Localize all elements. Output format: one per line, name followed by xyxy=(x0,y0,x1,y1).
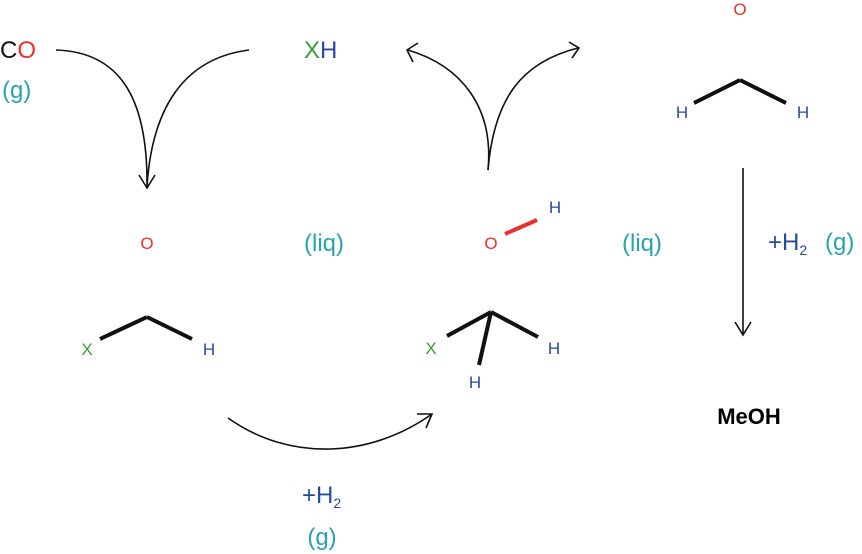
hydrogenation-label-bottom: +H2 (g) xyxy=(302,482,341,551)
methoxy-phase-label: (liq) xyxy=(622,230,662,257)
xh-to-formyl-curve xyxy=(146,49,250,188)
formaldehyde-arrowhead xyxy=(568,41,581,59)
methoxy-ch-bond-right xyxy=(490,310,539,339)
h2-bottom-prefix: +H xyxy=(302,482,333,509)
formyl-x-label: X xyxy=(81,340,92,359)
methoxy-x-label: X xyxy=(425,339,436,358)
co-to-formyl-curve xyxy=(55,49,148,188)
co-oxygen-label: O xyxy=(17,37,36,64)
svg-text:CO: CO xyxy=(0,37,36,64)
h2-bottom-phase: (g) xyxy=(307,524,336,551)
formaldehyde-hydrogen-left-label: H xyxy=(676,103,688,122)
methoxy-ch-bond-bottom xyxy=(477,311,493,366)
co-phase-label: (g) xyxy=(2,77,31,104)
methoxy-to-formaldehyde-curve xyxy=(487,47,579,171)
methoxy-to-xh-curve xyxy=(407,49,490,171)
formyl-cx-bond xyxy=(99,315,148,341)
converging-arrowhead xyxy=(138,174,156,190)
methoxy-oh-hydrogen-label: H xyxy=(549,198,561,217)
hydrogenation-label-right: +H2 (g) xyxy=(768,229,854,258)
xh-h-label: H xyxy=(320,37,337,64)
right-arrowhead xyxy=(734,321,752,337)
formaldehyde-ch-bond-left xyxy=(693,78,741,105)
formaldehyde-oxygen-label: O xyxy=(733,0,746,19)
formyl-ch-bond xyxy=(146,315,193,341)
methanol-product-label: MeOH xyxy=(717,404,781,429)
bottom-arrow-curve xyxy=(227,413,433,450)
methoxy-intermediate: O H X H H xyxy=(425,198,561,392)
methoxy-oh-bond xyxy=(504,218,538,236)
methoxy-hydrogen-bottom-label: H xyxy=(469,373,481,392)
h2-right-prefix: +H xyxy=(768,229,799,256)
diverging-arrow xyxy=(405,41,581,171)
formyl-phase-label: (liq) xyxy=(304,230,344,257)
co-carbon-label: C xyxy=(0,37,17,64)
xh-x-label: X xyxy=(304,37,320,64)
formaldehyde-ch-bond-right xyxy=(739,78,787,105)
formyl-hydrogen-label: H xyxy=(203,340,215,359)
formaldehyde: O H H xyxy=(676,0,809,122)
svg-text:+H2: +H2 xyxy=(768,229,807,258)
converging-arrow xyxy=(55,49,250,190)
bottom-arrowhead xyxy=(417,413,434,429)
hydrogenation-arrow-bottom xyxy=(227,413,434,450)
h2-bottom-subscript: 2 xyxy=(333,495,341,511)
methoxy-hydrogen-right-label: H xyxy=(548,339,560,358)
hydrogenation-arrow-right xyxy=(734,168,752,337)
svg-text:+H2: +H2 xyxy=(302,482,341,511)
formaldehyde-hydrogen-right-label: H xyxy=(797,103,809,122)
methoxy-oxygen-label: O xyxy=(484,234,497,253)
formyl-oxygen-label: O xyxy=(140,234,153,253)
svg-text:XH: XH xyxy=(304,37,337,64)
methoxy-cx-bond xyxy=(446,310,492,338)
h2-right-phase: (g) xyxy=(825,229,854,256)
h2-right-subscript: 2 xyxy=(799,242,807,258)
formyl-intermediate: O X H xyxy=(81,234,215,359)
xh-reagent: XH xyxy=(304,37,337,64)
xh-arrowhead xyxy=(405,42,419,63)
carbon-monoxide: CO (g) xyxy=(0,37,36,104)
